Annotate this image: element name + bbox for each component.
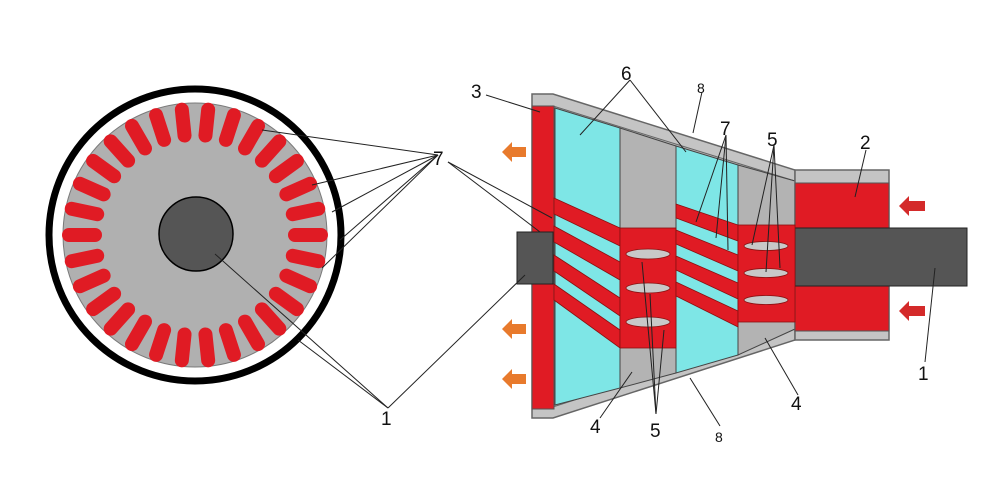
label-3: 3 (471, 82, 482, 103)
slot (103, 302, 136, 336)
slot (238, 118, 265, 156)
slot (268, 153, 304, 184)
label-1-right: 1 (918, 364, 929, 385)
arrow-left-icon (899, 196, 925, 216)
label-5-top: 5 (767, 130, 778, 151)
label-7-mid: 7 (720, 119, 731, 140)
label-6: 6 (621, 64, 632, 85)
slot (174, 102, 192, 143)
arrow-left-icon (899, 301, 925, 321)
slot (103, 134, 136, 168)
cross-section-view (45, 85, 345, 385)
slot (64, 201, 105, 222)
label-2: 2 (860, 133, 871, 154)
label-5-bottom: 5 (650, 421, 661, 442)
slot (279, 268, 318, 294)
longitudinal-view (502, 93, 968, 419)
slot (254, 134, 287, 168)
arrow-left-icon (502, 369, 526, 389)
slot (125, 118, 152, 156)
slot (218, 323, 241, 362)
slot (64, 248, 105, 269)
slot (125, 314, 152, 352)
leader-lines (214, 79, 936, 427)
slot (198, 102, 216, 143)
arrow-left-icon (502, 319, 526, 339)
slot-gaps-stage-2 (743, 241, 789, 305)
slot (285, 201, 326, 222)
slot (218, 108, 241, 147)
slot (149, 323, 172, 362)
slot (72, 268, 111, 294)
slot (268, 286, 304, 317)
slot (238, 314, 265, 352)
label-8-bottom: 8 (715, 429, 723, 445)
slot-ring (62, 102, 328, 368)
slot (72, 176, 111, 202)
labels: 7 1 3 6 8 7 5 2 1 4 5 8 4 (381, 64, 929, 445)
slot (62, 228, 102, 242)
label-4-left: 4 (590, 417, 601, 438)
label-4-right: 4 (791, 394, 802, 415)
label-1-bottom: 1 (381, 409, 392, 430)
inflow-arrows (899, 196, 925, 321)
shaft-left-stub (516, 231, 554, 285)
outflow-arrows (502, 142, 526, 389)
shaft-section (158, 196, 234, 272)
shaft-right (794, 227, 968, 287)
slot (86, 286, 122, 317)
slot (285, 248, 326, 269)
slot (254, 302, 287, 336)
arrow-left-icon (502, 142, 526, 162)
slot (198, 327, 216, 368)
slot (288, 228, 328, 242)
slot (174, 327, 192, 368)
label-8-top: 8 (697, 80, 705, 96)
label-7-left: 7 (433, 149, 444, 170)
slot (279, 176, 318, 202)
slot (149, 108, 172, 147)
slot (86, 153, 122, 184)
